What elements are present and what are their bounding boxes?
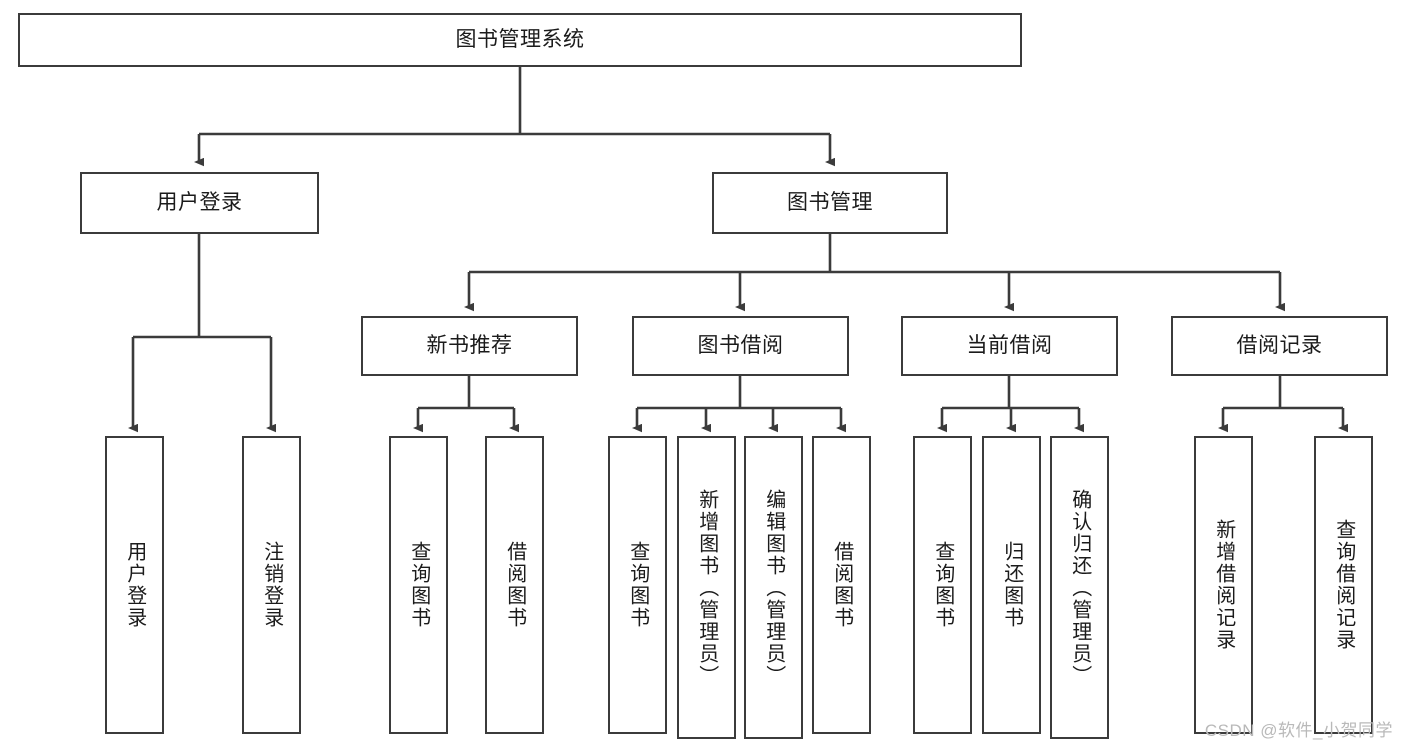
leaf-current-borrow-return[interactable]: 归还图书	[982, 436, 1041, 734]
node-label: 新增借阅记录	[1212, 519, 1235, 651]
node-borrow-record[interactable]: 借阅记录	[1171, 316, 1388, 376]
node-label: 当前借阅	[966, 334, 1053, 358]
leaf-borrow-record-add[interactable]: 新增借阅记录	[1194, 436, 1253, 734]
node-label: 归还图书	[1000, 541, 1023, 629]
node-label: 新书推荐	[426, 334, 513, 358]
leaf-new-book-borrow[interactable]: 借阅图书	[485, 436, 544, 734]
node-label: 图书管理	[787, 191, 873, 215]
node-book-management[interactable]: 图书管理	[712, 172, 948, 234]
node-label: 查询图书	[407, 541, 430, 629]
node-book-borrow[interactable]: 图书借阅	[632, 316, 849, 376]
leaf-borrow-record-query[interactable]: 查询借阅记录	[1314, 436, 1373, 734]
node-label: 编辑图书（管理员）	[762, 488, 785, 687]
node-current-borrow[interactable]: 当前借阅	[901, 316, 1118, 376]
node-label: 借阅图书	[830, 541, 853, 629]
node-label: 借阅记录	[1236, 334, 1323, 358]
node-label: 借阅图书	[503, 541, 526, 629]
node-label: 查询借阅记录	[1332, 519, 1355, 651]
node-label: 查询图书	[626, 541, 649, 629]
node-label: 用户登录	[123, 541, 146, 629]
csdn-watermark: CSDN @软件_小贺同学	[1204, 721, 1393, 740]
node-user-login[interactable]: 用户登录	[80, 172, 319, 234]
leaf-user-login-signout[interactable]: 注销登录	[242, 436, 301, 734]
node-new-book-recommend[interactable]: 新书推荐	[361, 316, 578, 376]
leaf-book-borrow-borrow[interactable]: 借阅图书	[812, 436, 871, 734]
leaf-current-borrow-confirm-return[interactable]: 确认归还（管理员）	[1050, 436, 1109, 739]
node-label: 图书借阅	[697, 334, 784, 358]
leaf-book-borrow-add[interactable]: 新增图书（管理员）	[677, 436, 736, 739]
node-label: 注销登录	[260, 541, 283, 629]
node-label: 新增图书（管理员）	[695, 488, 718, 687]
leaf-book-borrow-query[interactable]: 查询图书	[608, 436, 667, 734]
leaf-user-login-signin[interactable]: 用户登录	[105, 436, 164, 734]
node-root-system[interactable]: 图书管理系统	[18, 13, 1022, 67]
node-label: 图书管理系统	[455, 28, 585, 52]
node-label: 查询图书	[931, 541, 954, 629]
leaf-current-borrow-query[interactable]: 查询图书	[913, 436, 972, 734]
leaf-new-book-query[interactable]: 查询图书	[389, 436, 448, 734]
node-label: 确认归还（管理员）	[1068, 488, 1091, 687]
node-label: 用户登录	[156, 191, 243, 215]
leaf-book-borrow-edit[interactable]: 编辑图书（管理员）	[744, 436, 803, 739]
